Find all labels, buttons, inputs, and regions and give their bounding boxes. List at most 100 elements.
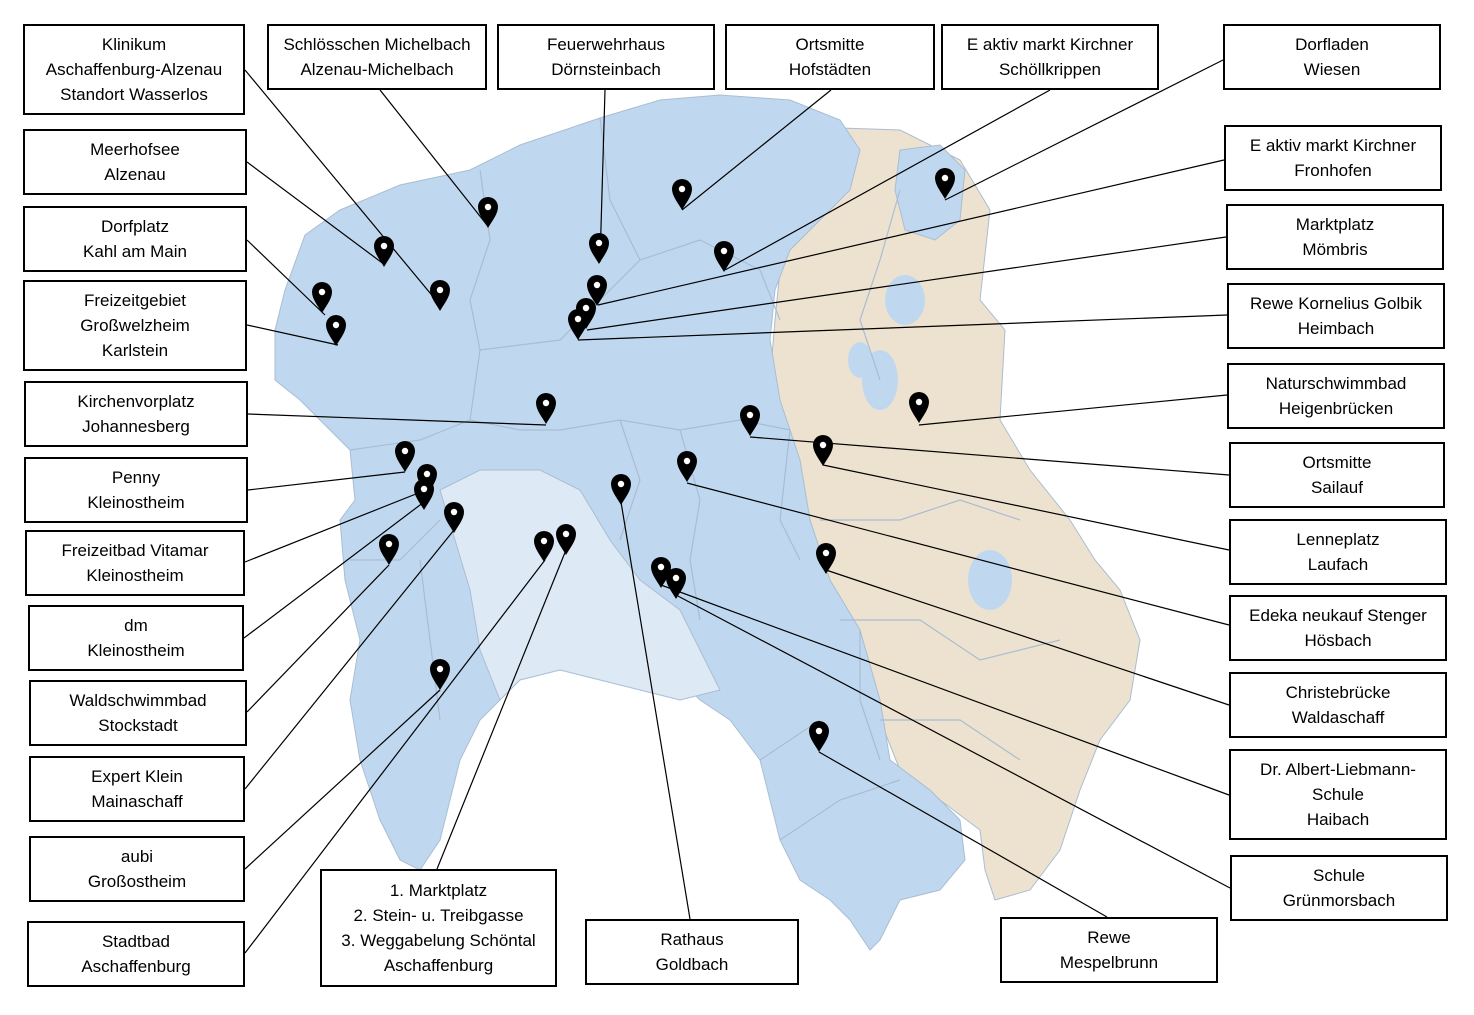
label-line: Goldbach [655,955,729,974]
lake [848,342,872,378]
lake [885,275,925,325]
municipal-border [880,719,1021,761]
leader-line-marktplatz_ab [436,549,567,870]
map-marker-icon[interactable] [312,282,332,313]
label-line: Freizeitbad Vitamar [61,541,209,560]
map-marker-icon[interactable] [677,451,697,482]
leader-line-laufach [822,464,1230,551]
leader-line-mespelbrunn [818,751,1108,918]
leader-line-wiesen [944,59,1224,201]
map-marker-icon[interactable] [651,557,671,588]
map-marker-icon[interactable] [740,405,760,436]
label-line: Kleinostheim [86,566,184,585]
map-marker-icon[interactable] [395,441,415,472]
map-marker-icon[interactable] [556,524,576,555]
label-line: Grünmorsbach [1282,891,1396,910]
leader-line-gruenmorsbach [675,594,1231,889]
map-marker-icon[interactable] [414,479,434,510]
label-line: Aschaffenburg [383,956,494,975]
label-line: Dörnsteinbach [551,60,661,79]
leader-line-waldaschaff [825,569,1230,706]
label-line: 2. Stein- u. Treibgasse [353,906,524,925]
label-line: Kirchenvorplatz [77,392,195,411]
municipal-border [779,429,801,561]
map-marker-icon[interactable] [374,236,394,267]
label-line: Stadtbad [101,932,171,951]
label-line: Ortsmitte [795,35,865,54]
map-marker-icon[interactable] [909,392,929,423]
map-marker-icon[interactable] [430,659,450,690]
leader-line-heigenbruecken [918,394,1228,426]
map-marker-icon[interactable] [326,315,346,346]
label-line: Großostheim [87,872,187,891]
leader-line-klinikum [244,69,441,306]
label-line: Aschaffenburg [81,957,191,976]
label-line: Mespelbrunn [1059,953,1159,972]
leader-line-dm [243,501,425,639]
pins[interactable] [312,168,955,752]
label-line: Schule [1313,866,1365,885]
leader-line-stockstadt [246,564,390,713]
label-line: Ortsmitte [1302,453,1372,472]
municipal-border [469,349,560,431]
label-line: Dorfladen [1295,35,1369,54]
city-region [439,469,721,701]
label-line: Lenneplatz [1296,530,1380,549]
map-marker-icon[interactable] [534,531,554,562]
map-marker-icon[interactable] [935,168,955,199]
map-marker-icon[interactable] [478,197,498,228]
map-marker-icon[interactable] [568,309,588,340]
label-line: Kleinostheim [87,641,185,660]
map-marker-icon[interactable] [379,534,399,565]
leader-line-grossostheim [244,689,441,870]
leader-line-mainaschaff [244,529,455,790]
municipal-border [349,419,471,451]
label-line: Edeka neukauf Stenger [1249,606,1427,625]
map-marker-icon[interactable] [611,474,631,505]
label-line: Dr. Albert-Liebmann- [1260,760,1416,779]
leader-line-heimbach [577,314,1228,341]
label-line: Laufach [1307,555,1369,574]
map-marker-icon[interactable] [714,241,734,272]
label-line: Großwelzheim [80,316,190,335]
label-line: Schlösschen Michelbach [283,35,471,54]
label-line: Alzenau-Michelbach [300,60,454,79]
map-marker-icon[interactable] [816,543,836,574]
municipal-border [859,189,901,381]
map-marker-icon[interactable] [536,393,556,424]
map-marker-icon[interactable] [672,179,692,210]
map-marker-icon[interactable] [589,233,609,264]
label-line: Christebrücke [1285,683,1391,702]
leader-line-moembris [586,236,1227,331]
label-line: 1. Marktplatz [389,881,488,900]
map-marker-icon[interactable] [444,502,464,533]
label-line: E aktiv markt Kirchner [966,35,1134,54]
map-marker-icon[interactable] [809,721,829,752]
label-line: Schöllkrippen [998,60,1102,79]
label-line: Waldaschaff [1291,708,1385,727]
label-line: Heimbach [1297,319,1375,338]
map-marker-icon[interactable] [430,280,450,311]
label-line: aubi [120,847,154,866]
map-marker-icon[interactable] [587,275,607,306]
leader-line-johannesberg [247,413,547,426]
label-line: Heigenbrücken [1278,399,1394,418]
lake [968,550,1012,610]
map-marker-icon[interactable] [813,435,833,466]
label-line: E aktiv markt Kirchner [1249,136,1417,155]
map-marker-icon[interactable] [666,568,686,599]
leader-line-hoesbach [686,482,1230,626]
